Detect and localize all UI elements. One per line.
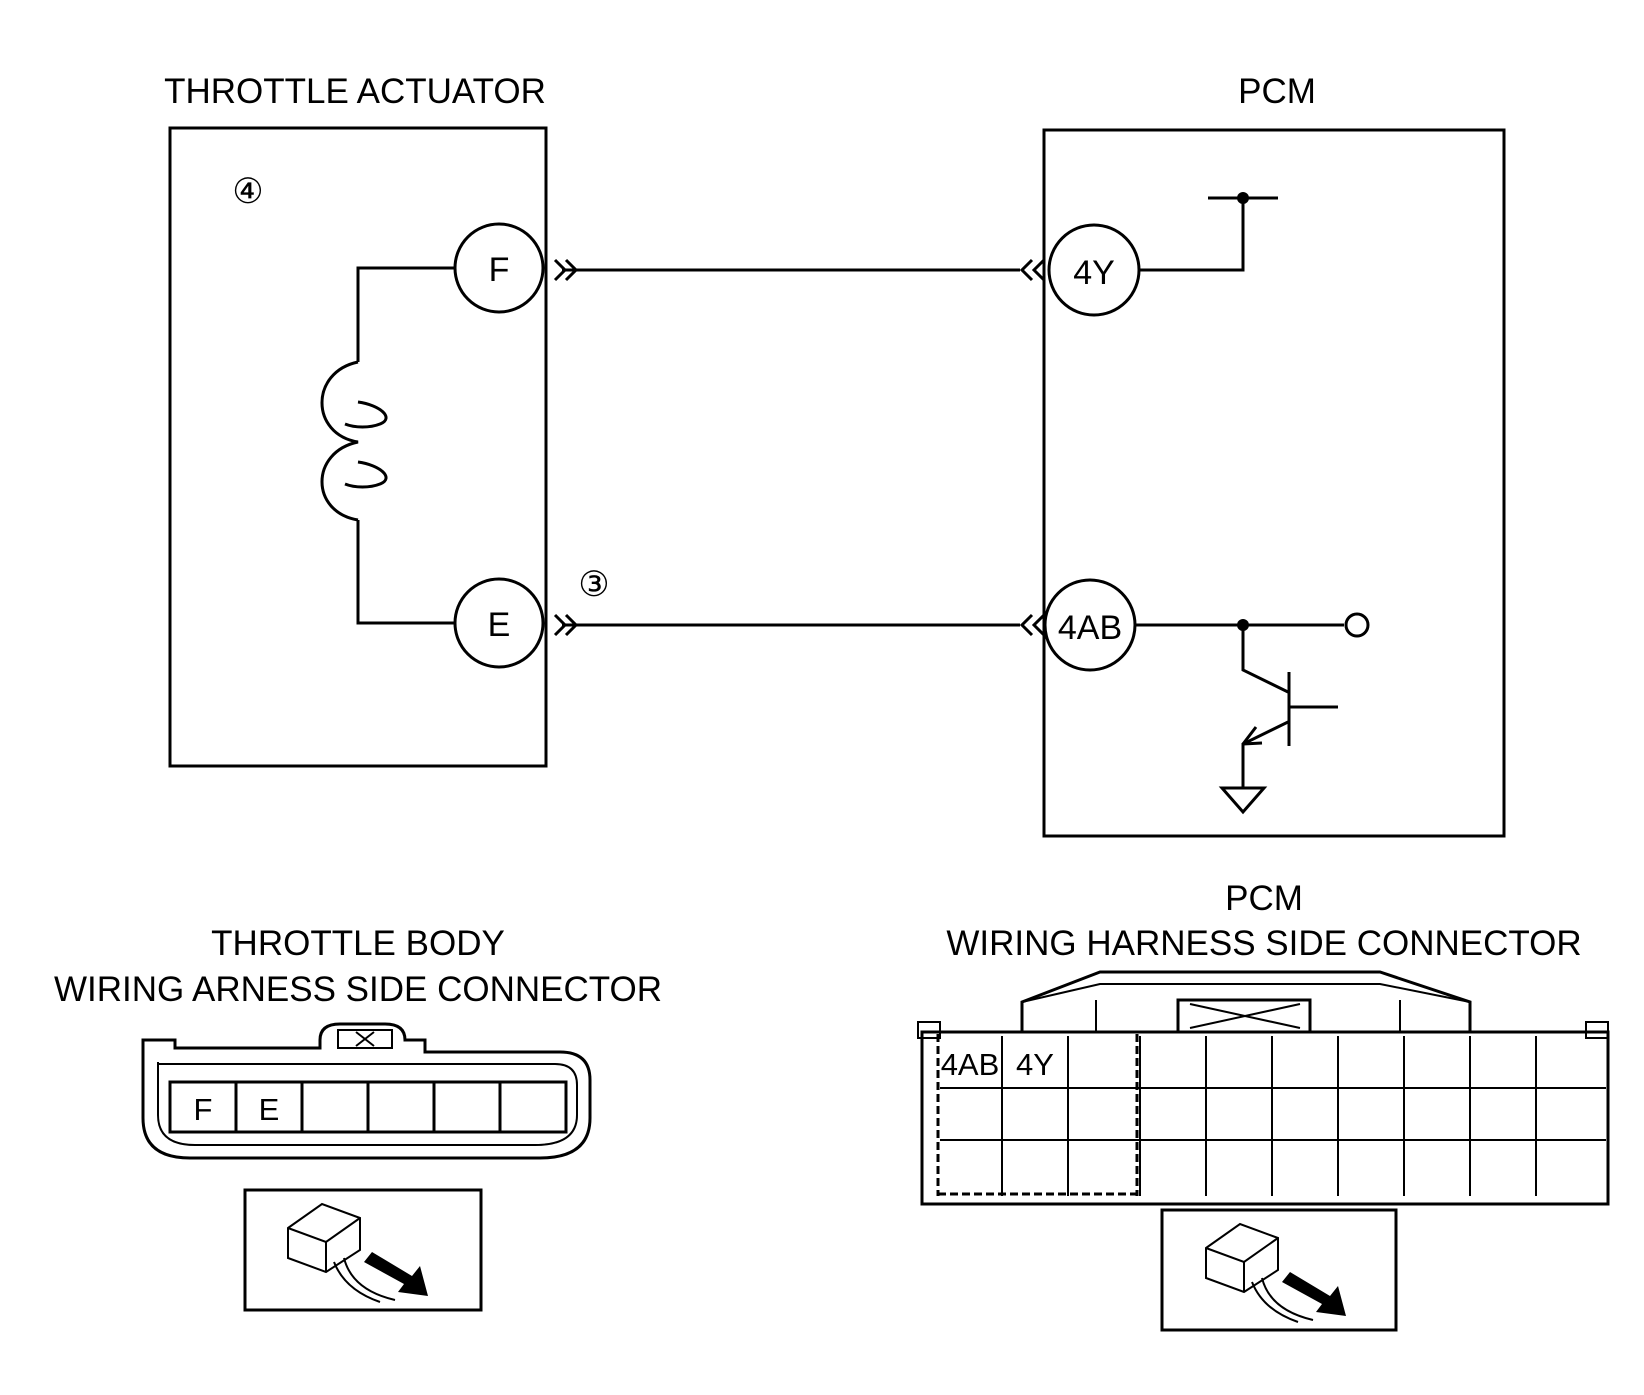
pin-e-circle <box>453 577 545 669</box>
pcm-title: PCM <box>1238 72 1316 111</box>
throttle-body-connector: THROTTLE BODY WIRING ARNESS SIDE CONNECT… <box>54 924 662 1312</box>
throttle-cell-3 <box>300 1080 370 1134</box>
coil-icon <box>320 266 457 625</box>
throttle-actuator: THROTTLE ACTUATOR ④ F E <box>164 72 548 768</box>
throttle-actuator-box <box>168 126 548 768</box>
throttle-actuator-title: THROTTLE ACTUATOR <box>164 72 546 111</box>
pcm-box <box>1042 128 1506 838</box>
throttle-cell-6 <box>498 1080 568 1134</box>
pin-4y-circle <box>1047 223 1141 317</box>
pin-4y-label: 4Y <box>1073 254 1115 292</box>
pin-f-circle <box>453 222 545 314</box>
transistor-icon <box>1135 612 1370 788</box>
pcm-connector-body <box>920 1030 1610 1206</box>
throttle-cell-f: F <box>194 1092 213 1127</box>
pcm-connector-title-2: WIRING HARNESS SIDE CONNECTOR <box>946 924 1581 963</box>
ground-icon <box>1218 786 1268 815</box>
connector-view-icon <box>1160 1208 1398 1332</box>
pcm-connector-title-1: PCM <box>1225 879 1303 918</box>
wire-marker: ③ <box>578 565 609 604</box>
pin-4ab-label: 4AB <box>1058 609 1122 647</box>
throttle-cell-e: E <box>259 1092 280 1127</box>
output-terminal-icon <box>1344 612 1370 638</box>
pcm-connector: PCM WIRING HARNESS SIDE CONNECTOR 4AB <box>917 879 1610 1332</box>
pin-f-label: F <box>489 251 510 289</box>
throttle-cell-5 <box>432 1080 502 1134</box>
throttle-connector-title-1: THROTTLE BODY <box>211 924 505 963</box>
pcm: PCM 4Y 4AB <box>1042 72 1506 838</box>
pcm-connector-grid <box>940 1036 1606 1196</box>
wire-f-4y <box>553 258 1046 282</box>
pcm-cell-4y: 4Y <box>1016 1047 1054 1082</box>
connector-view-icon <box>243 1188 483 1312</box>
pin-e-label: E <box>488 606 511 644</box>
throttle-actuator-marker: ④ <box>232 172 263 211</box>
pin-4ab-circle <box>1043 578 1137 672</box>
power-supply-icon <box>1135 192 1278 272</box>
throttle-cell-4 <box>366 1080 436 1134</box>
throttle-connector-title-2: WIRING ARNESS SIDE CONNECTOR <box>54 970 662 1009</box>
pcm-cell-4ab: 4AB <box>941 1047 1000 1082</box>
wire-e-4ab <box>553 613 1046 637</box>
